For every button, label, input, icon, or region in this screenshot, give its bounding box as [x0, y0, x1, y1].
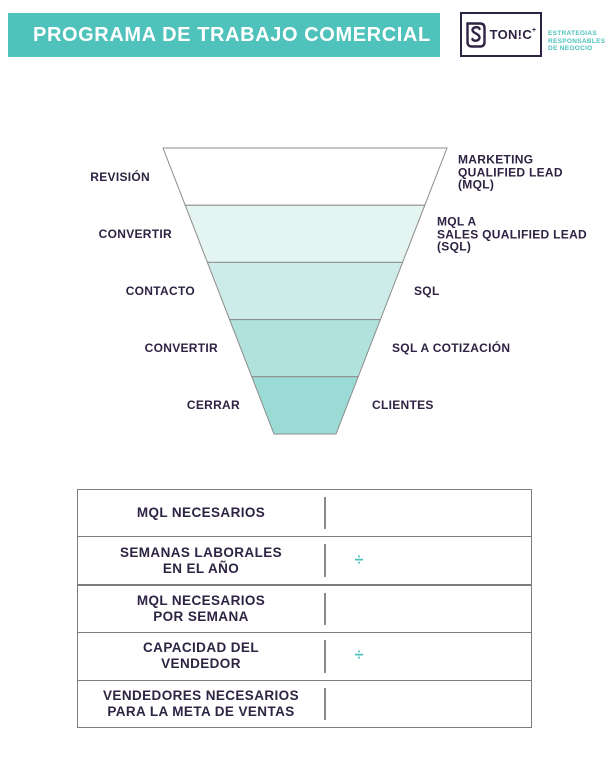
tagline-line: RESPONSABLES — [548, 37, 606, 45]
header-band: PROGRAMA DE TRABAJO COMERCIAL — [8, 13, 440, 57]
row-label: SEMANAS LABORALES EN EL AÑO — [119, 544, 283, 576]
tagline-line: DE NEGOCIO — [548, 45, 593, 52]
funnel-left-label-convertir-1: CONVERTIR — [98, 226, 172, 241]
table-row-mql-necesarios: MQL NECESARIOS — [78, 490, 531, 536]
tonic-brand-plus: + — [532, 26, 537, 34]
page-title: PROGRAMA DE TRABAJO COMERCIAL — [33, 23, 431, 46]
table-row-vendedores-necesarios: VENDEDORES NECESARIOS PARA LA META DE VE… — [78, 679, 531, 727]
tonic-logo-icon — [465, 21, 486, 48]
tagline-line: ESTRATEGIAS — [548, 30, 598, 37]
row-label: VENDEDORES NECESARIOS PARA LA META DE VE… — [103, 687, 299, 719]
table-cell-divider — [324, 687, 326, 721]
funnel-left-label-cerrar: CERRAR — [186, 397, 240, 412]
funnel-segment-5 — [251, 376, 359, 435]
funnel-right-label-sql: MQL A SALES QUALIFIED LEAD (SQL) — [437, 214, 588, 254]
funnel-segment-3 — [206, 261, 404, 321]
funnel-left-label-convertir-2: CONVERTIR — [144, 340, 218, 355]
divide-operator: ÷ — [354, 551, 364, 569]
funnel-segment-4 — [228, 319, 382, 378]
funnel-right-label-clientes: CLIENTES — [372, 397, 434, 412]
row-label: CAPACIDAD DEL VENDEDOR — [143, 640, 259, 672]
funnel-right-label-sql-short: SQL — [414, 283, 440, 298]
tonic-brand-word: TON!C — [489, 27, 533, 42]
funnel-left-label-revision: REVISIÓN — [90, 169, 150, 184]
tonic-logo-box: TON!C+ — [460, 12, 542, 57]
row-label: MQL NECESARIOS — [136, 505, 266, 521]
divide-operator: ÷ — [354, 647, 364, 665]
funnel-segment-1 — [162, 147, 448, 206]
tonic-brand-text: TON!C+ — [490, 27, 537, 42]
worksheet-table: MQL NECESARIOS SEMANAS LABORALES EN EL A… — [77, 489, 532, 728]
funnel-left-label-contacto: CONTACTO — [125, 283, 195, 298]
table-row-capacidad-vendedor: CAPACIDAD DEL VENDEDOR ÷ — [78, 632, 531, 679]
table-cell-divider — [324, 544, 326, 577]
table-cell-divider — [324, 497, 326, 530]
table-row-mql-por-semana: MQL NECESARIOS POR SEMANA — [78, 583, 531, 632]
funnel-segment-2 — [184, 204, 426, 263]
table-row-semanas-laborales: SEMANAS LABORALES EN EL AÑO ÷ — [78, 536, 531, 583]
table-cell-divider — [324, 640, 326, 673]
row-label: MQL NECESARIOS POR SEMANA — [136, 593, 266, 625]
funnel-right-label-cotizacion: SQL A COTIZACIÓN — [392, 340, 511, 355]
tonic-tagline: ESTRATEGIAS RESPONSABLES DE NEGOCIO — [548, 30, 605, 53]
funnel-right-label-mql: MARKETING QUALIFIED LEAD (MQL) — [458, 152, 563, 192]
table-cell-divider — [324, 592, 326, 626]
